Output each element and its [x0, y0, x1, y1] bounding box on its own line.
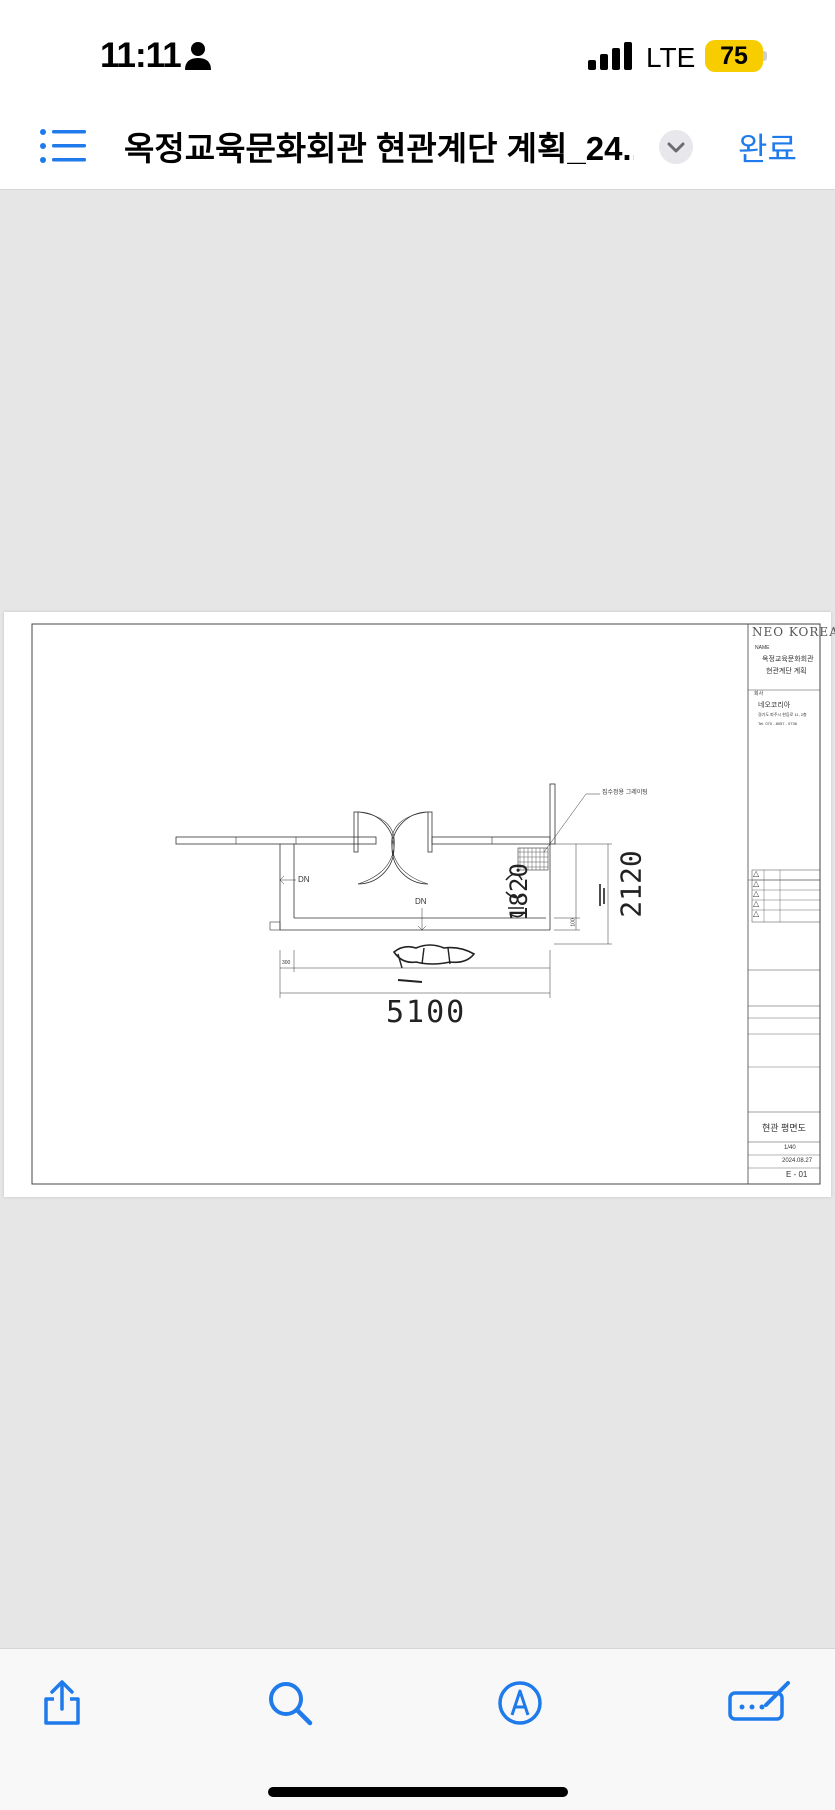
markup-pen-icon[interactable] — [496, 1679, 544, 1727]
company-address: 경기도 파주시 현등로 11, 2층 — [758, 712, 807, 717]
handwritten-height-left: 1820 — [504, 863, 533, 921]
handwritten-height-right: 2120 — [614, 850, 648, 918]
project-name-line-1: 옥정교육문화회관 — [762, 656, 814, 663]
company-name: 네오코리아 — [758, 702, 791, 709]
bottom-toolbar — [0, 1648, 835, 1810]
sheet-number: E - 01 — [786, 1170, 808, 1179]
drawing-title: 현관 평면도 — [762, 1123, 806, 1133]
done-button[interactable]: 완료 — [738, 131, 797, 167]
revision-mark: △ — [753, 899, 760, 908]
project-name-line-2: 현관계단 계획 — [766, 668, 807, 675]
dimension-300: 300 — [282, 960, 291, 966]
navigation-bar: 옥정교육문화회관 현관계단 계획_24... 완료 — [0, 100, 835, 190]
network-type: LTE — [646, 42, 696, 73]
company-caption: 회사 — [754, 691, 764, 697]
drawing-date: 2024.08.27 — [782, 1158, 813, 1164]
share-icon[interactable] — [38, 1679, 86, 1727]
company-tel: Tel. 070 - 8057 - 0736 — [758, 721, 797, 726]
logo: NEO KOREA — [752, 625, 835, 639]
revision-mark: △ — [753, 879, 760, 888]
drawing-scale: 1/40 — [784, 1145, 796, 1151]
cellular-signal-icon — [588, 42, 632, 70]
dn-label-left: DN — [298, 875, 310, 884]
grating-annotation: 집수정용 그레이팅 — [602, 790, 648, 796]
battery-level: 75 — [705, 40, 763, 72]
status-bar: 11:11 LTE 75 — [0, 0, 835, 100]
dimension-100: 100 — [570, 918, 577, 927]
pdf-page[interactable]: NEO KOREA NAME 옥정교육문화회관 현관계단 계획 회사 네오코리아… — [4, 612, 835, 1197]
status-time: 11:11 — [100, 36, 182, 75]
person-icon — [185, 42, 211, 70]
revision-mark: △ — [753, 869, 760, 878]
home-indicator[interactable] — [268, 1787, 568, 1797]
document-title[interactable]: 옥정교육문화회관 현관계단 계획_24... — [124, 130, 634, 167]
chevron-down-icon[interactable] — [659, 130, 693, 164]
battery-tip — [763, 51, 767, 61]
floor-plan-drawing — [31, 623, 821, 1185]
list-icon[interactable] — [40, 128, 88, 164]
handwritten-width-lower: 5100 — [386, 995, 467, 1030]
project-caption: NAME — [755, 645, 770, 651]
search-icon[interactable] — [266, 1679, 314, 1727]
form-edit-icon[interactable] — [728, 1679, 792, 1727]
dn-label-bottom: DN — [415, 897, 427, 906]
revision-mark: △ — [753, 909, 760, 918]
revision-mark: △ — [753, 889, 760, 898]
